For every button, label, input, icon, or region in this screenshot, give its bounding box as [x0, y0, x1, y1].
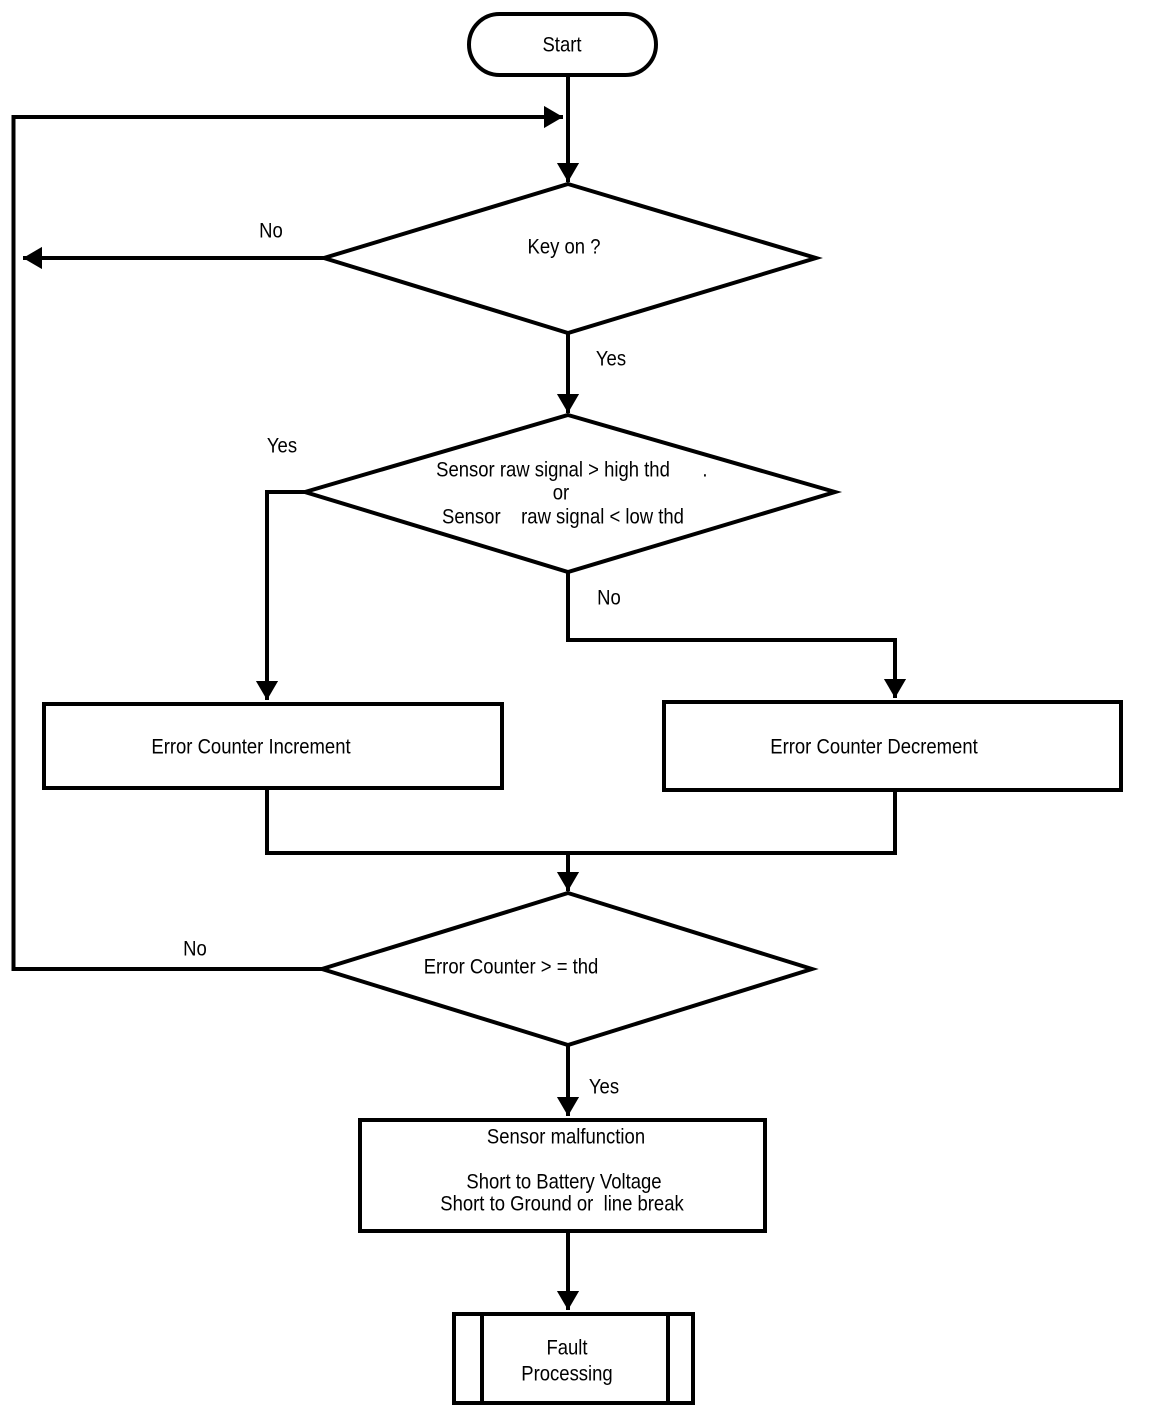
edge-label-key-on-no: No	[259, 219, 283, 243]
start-label: Start	[542, 33, 582, 57]
signal-check-line1: Sensor raw signal > high thd	[436, 458, 670, 482]
edge-label-signal-yes: Yes	[266, 434, 298, 458]
terminator-start	[467, 12, 658, 77]
decision-key-on-shape	[317, 181, 823, 336]
error-counter-decrement-label: Error Counter Decrement	[770, 735, 978, 759]
signal-check-stray-mark: .	[702, 458, 708, 482]
edge-merge	[265, 789, 897, 855]
predefined-process-fault	[452, 1312, 695, 1405]
decision-signal-check-shape	[298, 412, 843, 575]
predefined-process-left-bar	[480, 1316, 484, 1401]
edge-label-counter-check-yes: Yes	[588, 1075, 620, 1099]
edge-label-counter-check-no: No	[183, 937, 207, 961]
error-counter-increment-label: Error Counter Increment	[151, 735, 351, 759]
signal-check-line2: or	[552, 481, 570, 505]
key-on-label: Key on ?	[527, 235, 601, 259]
edge-signal-yes	[255, 490, 305, 700]
sensor-malfunction-line2: Short to Battery Voltage	[466, 1170, 662, 1194]
sensor-malfunction-line1: Sensor malfunction	[486, 1125, 646, 1149]
signal-check-line3: Sensor raw signal < low thd	[442, 505, 684, 529]
error-counter-check-label: Error Counter > = thd	[423, 955, 599, 979]
decision-counter-check-shape	[315, 890, 819, 1048]
predefined-process-right-bar	[666, 1316, 670, 1401]
edge-loop-return	[11, 105, 563, 971]
process-error-counter-increment	[42, 702, 504, 790]
process-sensor-malfunction	[358, 1118, 767, 1233]
fault-processing-line1: Fault	[546, 1336, 588, 1360]
edge-signal-no	[566, 572, 907, 698]
sensor-malfunction-line3: Short to Ground or line break	[440, 1192, 684, 1216]
process-error-counter-decrement	[662, 700, 1123, 792]
edge-label-signal-no: No	[597, 586, 621, 610]
edge-label-key-on-yes: Yes	[595, 347, 627, 371]
fault-processing-line2: Processing	[521, 1362, 613, 1386]
